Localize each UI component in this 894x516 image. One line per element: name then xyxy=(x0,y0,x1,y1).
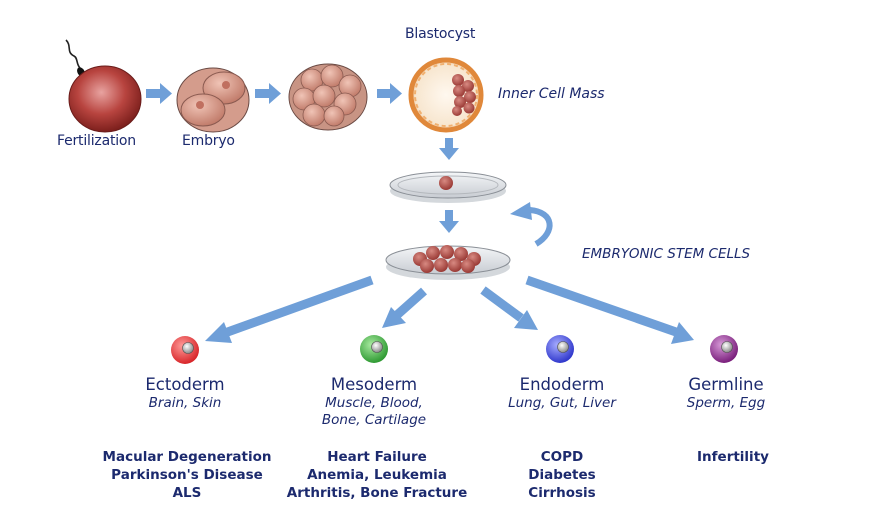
arrow-down-icon xyxy=(439,138,459,160)
lineage-name: Ectoderm xyxy=(145,375,225,394)
lineage-germline: Germline Sperm, Egg xyxy=(626,375,826,412)
lineage-ectoderm: Ectoderm Brain, Skin xyxy=(85,375,285,412)
fertilization-label: Fertilization xyxy=(57,133,136,149)
disease-item: COPD xyxy=(540,449,584,465)
disease-item: Anemia, Leukemia xyxy=(307,467,447,483)
disease-list-mesoderm: Heart Failure Anemia, Leukemia Arthritis… xyxy=(262,448,492,502)
disease-item: Macular Degeneration xyxy=(102,449,272,465)
fertilized-egg xyxy=(68,65,142,133)
blastocyst xyxy=(408,57,484,133)
lineage-name: Germline xyxy=(688,375,764,394)
germline-cell-icon xyxy=(710,335,738,363)
disease-item: Arthritis, Bone Fracture xyxy=(286,485,468,501)
disease-item: ALS xyxy=(172,485,202,501)
lineage-tissues: Sperm, Egg xyxy=(686,395,766,411)
disease-item: Heart Failure xyxy=(327,449,427,465)
disease-item: Infertility xyxy=(697,449,769,465)
mesoderm-cell-icon xyxy=(360,335,388,363)
arrow-down-icon xyxy=(439,210,459,233)
two-cell-embryo xyxy=(176,67,250,133)
lineage-tissues: Brain, Skin xyxy=(148,395,222,411)
morula xyxy=(288,63,368,131)
lineage-tissues: Muscle, Blood, xyxy=(325,395,423,411)
disease-list-endoderm: COPD Diabetes Cirrhosis xyxy=(447,448,677,502)
disease-list-ectoderm: Macular Degeneration Parkinson's Disease… xyxy=(72,448,302,502)
petri-dish xyxy=(389,171,507,203)
lineage-tissues: Lung, Gut, Liver xyxy=(508,395,616,411)
lineage-tissues: Bone, Cartilage xyxy=(321,412,427,428)
arrow-icon xyxy=(146,83,172,104)
arrow-to-endoderm-icon xyxy=(480,286,538,330)
arrow-icon xyxy=(377,83,402,104)
petri-dish-stem-cells xyxy=(385,245,511,280)
self-renewal-arrow-icon xyxy=(510,202,553,247)
arrow-icon xyxy=(255,83,281,104)
lineage-name: Endoderm xyxy=(519,375,605,394)
disease-item: Cirrhosis xyxy=(528,485,596,501)
arrow-to-ectoderm-icon xyxy=(205,275,374,343)
inner-cell-mass-label: Inner Cell Mass xyxy=(498,86,605,102)
ectoderm-cell-icon xyxy=(171,336,199,364)
blastocyst-label: Blastocyst xyxy=(405,26,476,42)
arrow-to-mesoderm-icon xyxy=(382,287,427,328)
arrow-to-germline-icon xyxy=(525,275,694,344)
lineage-name: Mesoderm xyxy=(330,375,418,394)
lineage-mesoderm: Mesoderm Muscle, Blood, Bone, Cartilage xyxy=(274,375,474,429)
disease-list-germline: Infertility xyxy=(618,448,848,466)
embryonic-stem-cells-label: EMBRYONIC STEM CELLS xyxy=(582,246,751,262)
embryo-label: Embryo xyxy=(182,133,235,149)
endoderm-cell-icon xyxy=(546,335,574,363)
disease-item: Diabetes xyxy=(528,467,596,483)
disease-item: Parkinson's Disease xyxy=(111,467,263,483)
lineage-endoderm: Endoderm Lung, Gut, Liver xyxy=(462,375,662,412)
